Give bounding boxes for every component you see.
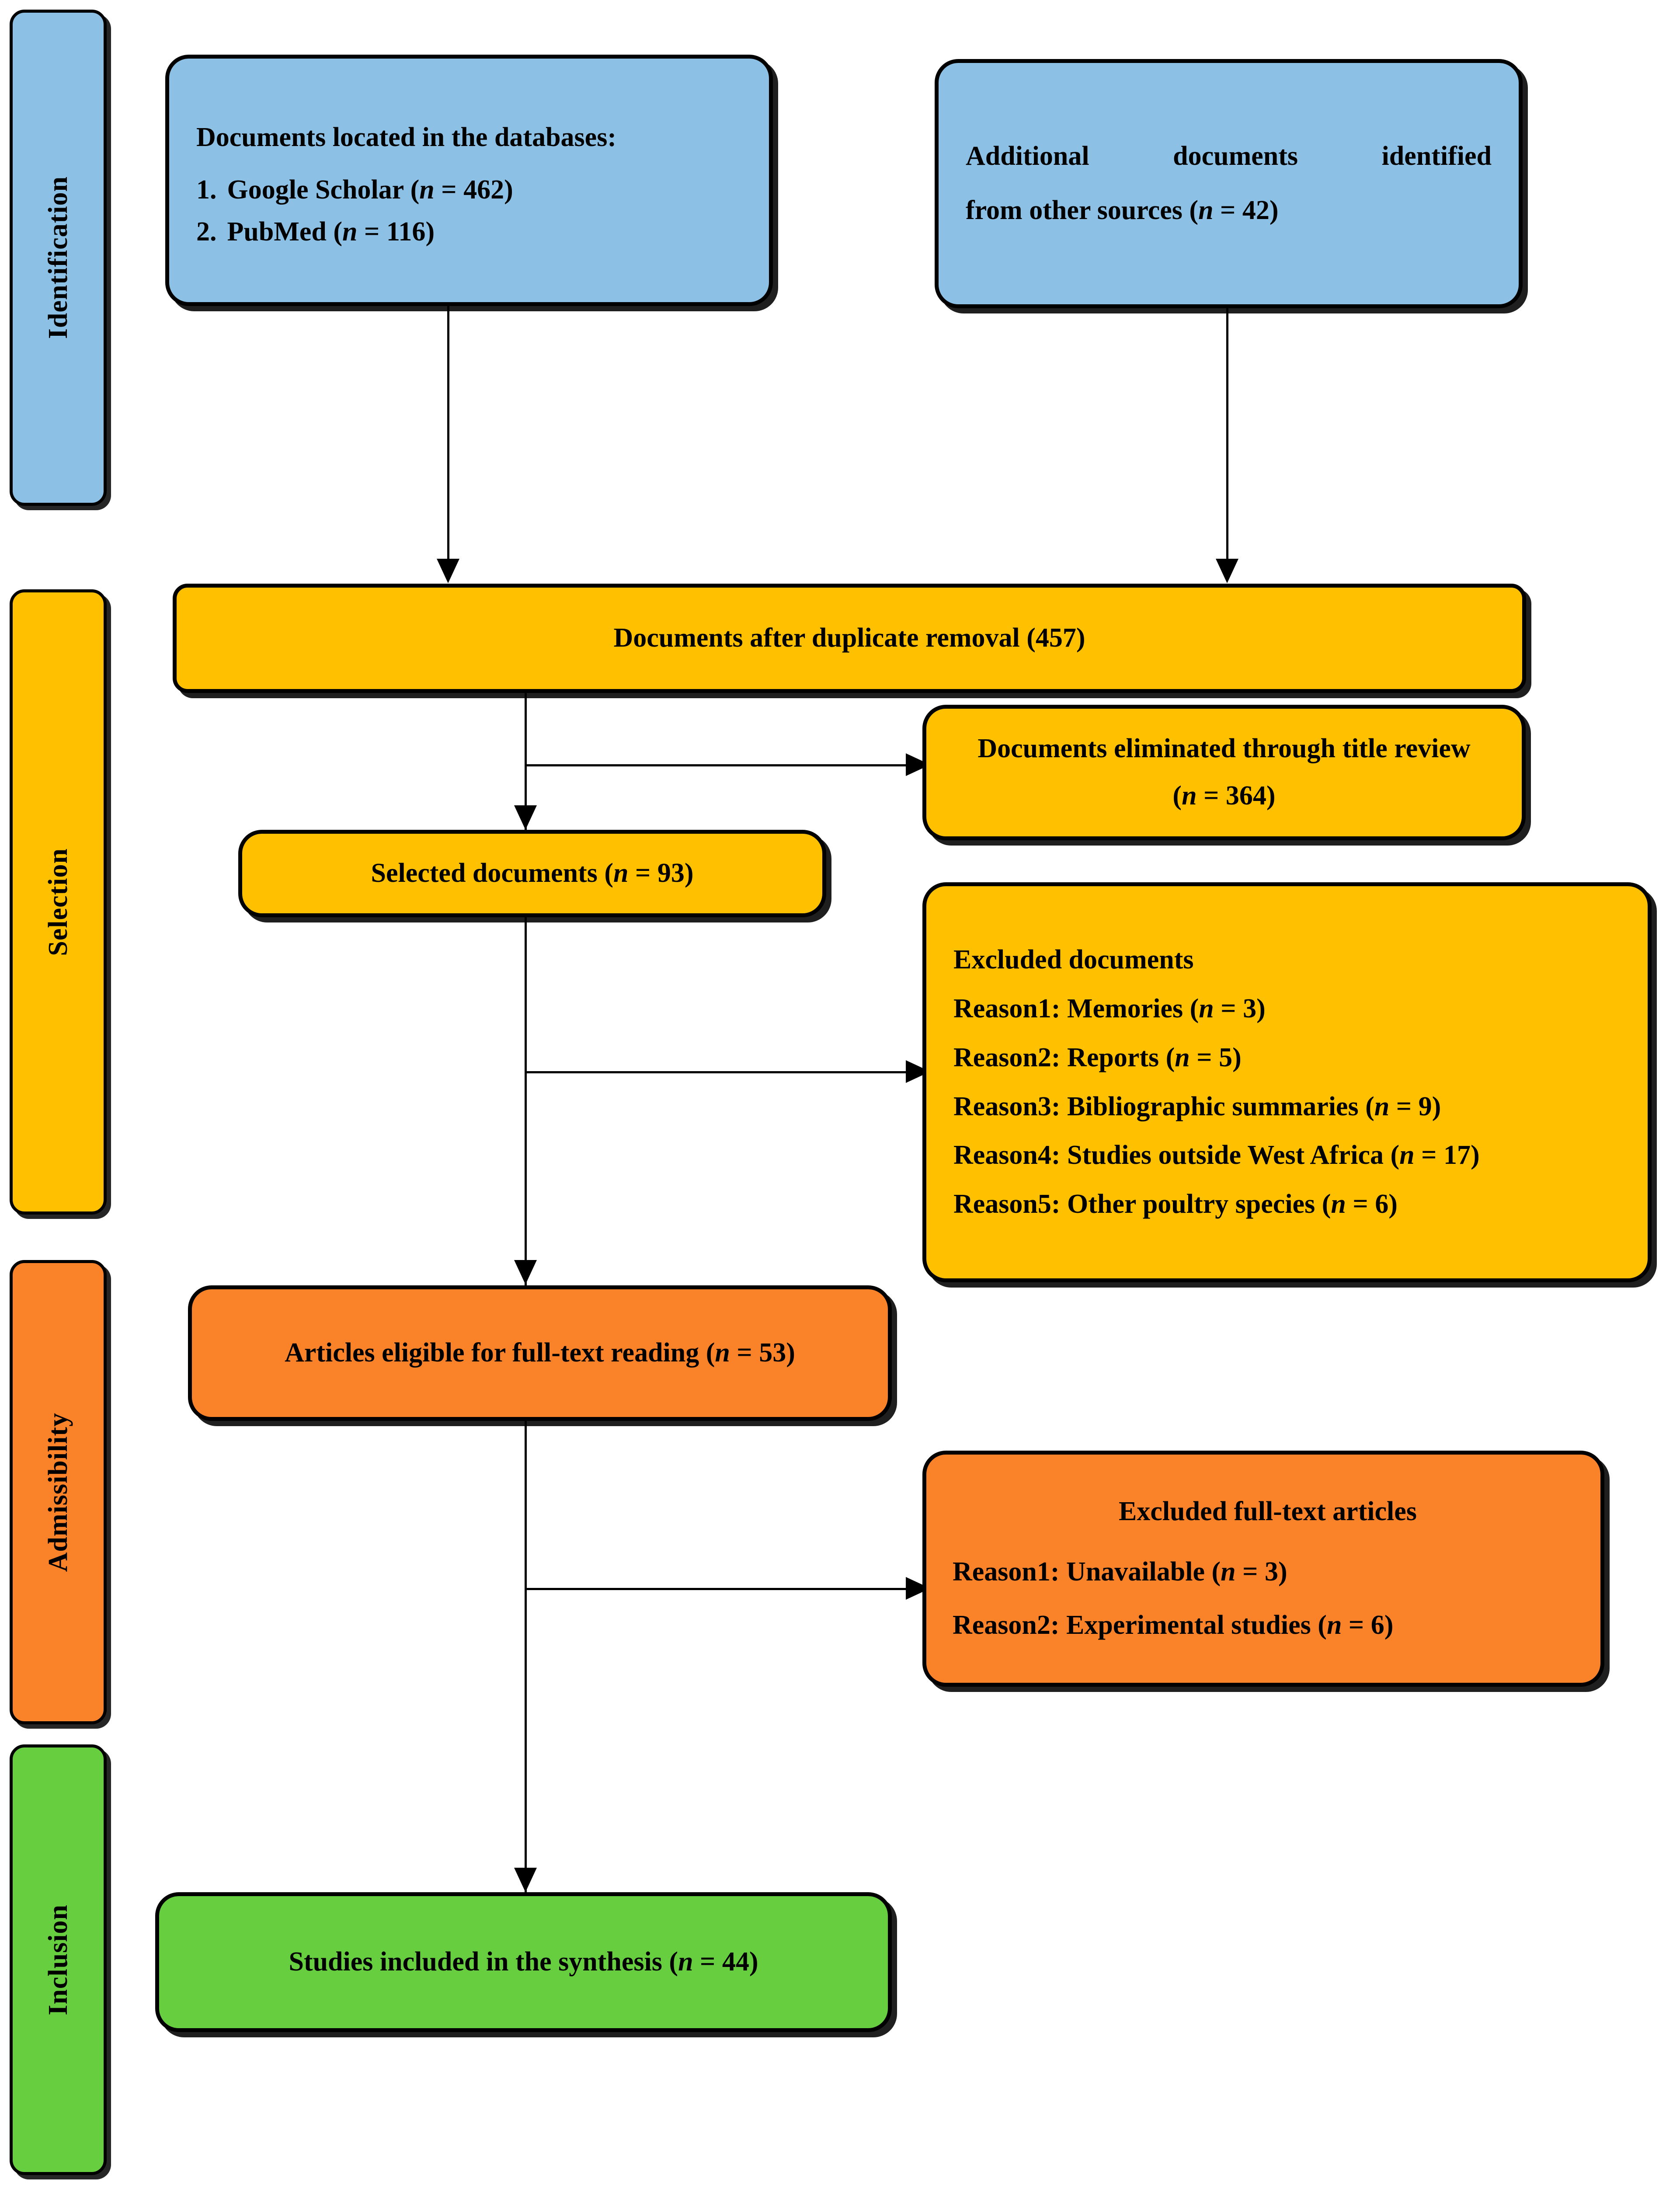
excluded-reason: Reason1: Memories (n = 3) xyxy=(953,993,1266,1023)
databases-list: 1. Google Scholar (n = 462) 2. PubMed (n… xyxy=(196,169,742,253)
databases-item-number: 1. xyxy=(196,175,217,205)
databases-item-number: 2. xyxy=(196,217,217,247)
box-title-review-excluded: Documents eliminated through title revie… xyxy=(922,705,1526,840)
included-synthesis-text: Studies included in the synthesis (n = 4… xyxy=(289,1947,758,1977)
databases-item-text: Google Scholar (n = 462) xyxy=(227,175,513,205)
connector-eligible-trunk xyxy=(525,1421,527,1892)
stage-bar-identification: Identification xyxy=(10,10,107,506)
arrow-eligible-to-included xyxy=(514,1868,537,1892)
eligible-fulltext-text: Articles eligible for full-text reading … xyxy=(285,1338,795,1368)
excluded-fulltext-reason: Reason2: Experimental studies (n = 6) xyxy=(953,1610,1394,1640)
stage-label-selection: Selection xyxy=(43,848,73,956)
stage-bar-admissibility: Admissibility xyxy=(10,1260,107,1724)
stage-label-admissibility: Admissibility xyxy=(43,1412,73,1572)
box-included-synthesis: Studies included in the synthesis (n = 4… xyxy=(155,1892,892,2032)
connector-additional-to-duplicates xyxy=(1226,308,1228,564)
title-review-excluded-line2: (n = 364) xyxy=(1172,781,1276,811)
arrow-duplicates-to-selected xyxy=(514,805,537,830)
box-excluded-documents: Excluded documents Reason1: Memories (n … xyxy=(922,882,1652,1282)
excluded-fulltext-heading: Excluded full-text articles xyxy=(1119,1497,1417,1527)
excluded-reason: Reason3: Bibliographic summaries (n = 9) xyxy=(953,1091,1441,1121)
connector-duplicates-trunk xyxy=(525,693,527,830)
excluded-reason: Reason4: Studies outside West Africa (n … xyxy=(953,1140,1480,1170)
connector-eligible-to-excluded-fulltext xyxy=(525,1588,917,1590)
excluded-reason: Reason2: Reports (n = 5) xyxy=(953,1042,1242,1072)
box-eligible-fulltext: Articles eligible for full-text reading … xyxy=(188,1285,892,1421)
connector-selected-to-excluded-documents xyxy=(525,1071,917,1073)
databases-item-text: PubMed (n = 116) xyxy=(227,217,435,247)
additional-sources-line1: Additional documents identified xyxy=(966,141,1492,171)
selected-documents-text: Selected documents (n = 93) xyxy=(371,858,694,888)
stage-label-identification: Identification xyxy=(43,176,73,339)
stage-label-inclusion: Inclusion xyxy=(43,1904,73,2015)
connector-duplicates-to-title-review xyxy=(525,764,917,766)
after-duplicate-removal-text: Documents after duplicate removal (457) xyxy=(613,623,1085,653)
excluded-documents-heading: Excluded documents xyxy=(953,944,1194,975)
connector-selected-trunk xyxy=(525,917,527,1285)
additional-sources-line2: from other sources (n = 42) xyxy=(966,195,1279,225)
box-excluded-fulltext: Excluded full-text articles Reason1: Una… xyxy=(922,1451,1604,1687)
arrow-selected-to-eligible xyxy=(514,1260,537,1284)
box-after-duplicate-removal: Documents after duplicate removal (457) xyxy=(173,584,1526,693)
box-databases: Documents located in the databases: 1. G… xyxy=(165,55,773,306)
excluded-reason: Reason5: Other poultry species (n = 6) xyxy=(953,1189,1398,1219)
connector-databases-to-duplicates xyxy=(447,306,449,564)
box-additional-sources: Additional documents identified from oth… xyxy=(935,59,1523,308)
title-review-excluded-line1: Documents eliminated through title revie… xyxy=(977,734,1471,764)
list-item: 2. PubMed (n = 116) xyxy=(196,211,742,253)
box-selected-documents: Selected documents (n = 93) xyxy=(238,830,826,917)
stage-bar-selection: Selection xyxy=(10,589,107,1215)
stage-bar-inclusion: Inclusion xyxy=(10,1744,107,2175)
excluded-fulltext-reason: Reason1: Unavailable (n = 3) xyxy=(953,1557,1287,1587)
box-databases-heading: Documents located in the databases: xyxy=(196,122,616,153)
list-item: 1. Google Scholar (n = 462) xyxy=(196,169,742,211)
arrow-additional-to-duplicates xyxy=(1216,559,1238,583)
arrow-databases-to-duplicates xyxy=(437,559,459,583)
